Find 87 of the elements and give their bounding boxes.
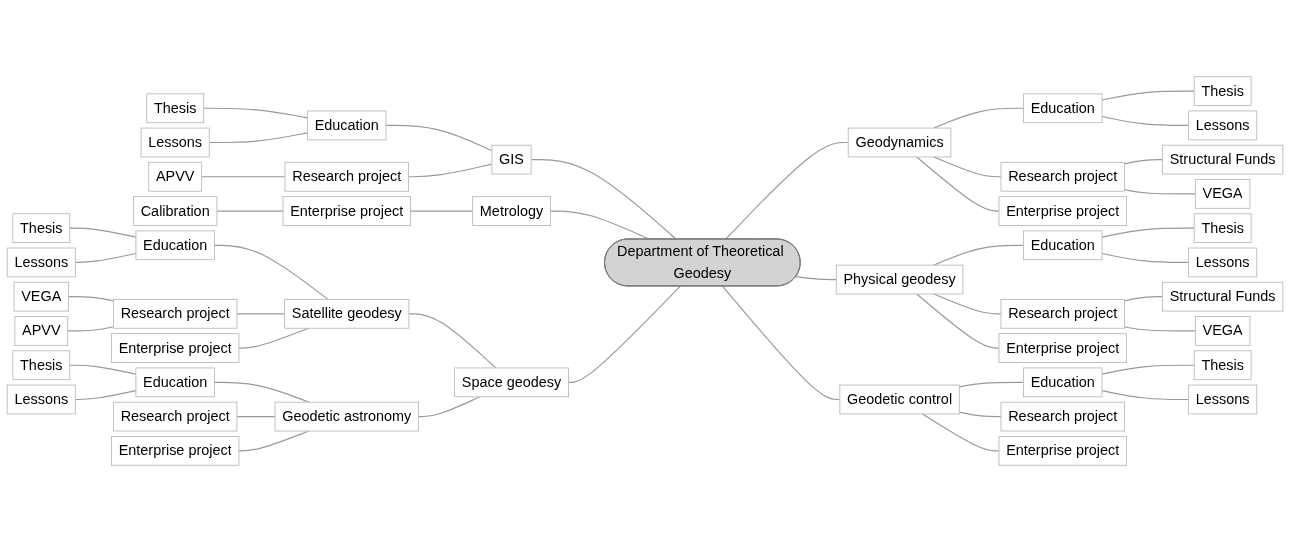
node-box: VEGA — [1194, 316, 1251, 346]
connector — [69, 364, 137, 375]
connector — [385, 124, 493, 152]
node-box: Research project — [1000, 401, 1125, 432]
node-box: Lessons — [6, 247, 76, 278]
node-box: Thesis — [12, 213, 71, 244]
connector — [74, 390, 137, 401]
node-box: Enterprise project — [998, 436, 1127, 466]
connector — [409, 210, 474, 212]
node-box: Calibration — [133, 196, 218, 226]
node-box: Enterprise project — [998, 333, 1127, 363]
node-box: Structural Funds — [1162, 281, 1284, 312]
node-box: Enterprise project — [282, 196, 411, 226]
node-box: Lessons — [1188, 110, 1258, 141]
node-box: Education — [135, 230, 215, 261]
connector — [69, 227, 137, 238]
connector — [1123, 189, 1196, 195]
connector — [916, 293, 1000, 349]
connector — [203, 107, 309, 119]
connector — [722, 285, 841, 401]
node-box: Lessons — [1188, 384, 1258, 415]
connector — [74, 252, 137, 263]
node-box: GIS — [491, 144, 532, 175]
connector — [1101, 90, 1195, 101]
connector — [408, 313, 497, 369]
connector — [213, 244, 329, 300]
connector — [933, 293, 1002, 315]
node-box: Structural Funds — [1162, 144, 1284, 175]
connector — [921, 413, 1000, 452]
connector — [795, 276, 837, 281]
node-box: Thesis — [12, 350, 71, 381]
connector — [1101, 364, 1195, 375]
node-box: APVV — [148, 161, 203, 192]
node-box: Thesis — [1193, 350, 1252, 381]
connector — [1101, 115, 1190, 126]
node-box: Thesis — [146, 93, 205, 124]
connector — [933, 107, 1024, 129]
node-box: Physical geodesy — [835, 264, 964, 295]
connector — [213, 381, 310, 403]
connector — [1101, 227, 1195, 238]
connector — [933, 156, 1002, 178]
node-box: Education — [1022, 367, 1103, 398]
connector — [67, 326, 115, 332]
connector — [407, 163, 493, 178]
connector — [1101, 390, 1190, 401]
connector — [916, 156, 1000, 212]
connector — [958, 381, 1024, 388]
node-box: Space geodesy — [454, 367, 569, 398]
connector — [236, 416, 276, 418]
connector — [1123, 296, 1164, 302]
node-box: Research project — [1000, 298, 1125, 329]
connector — [958, 411, 1002, 418]
node-box: Education — [1022, 93, 1103, 124]
node-box: VEGA — [13, 281, 69, 312]
node-box: Education — [307, 110, 387, 141]
node-box: Research project — [284, 161, 409, 192]
connector — [1123, 326, 1196, 332]
connector — [1101, 252, 1190, 263]
connector — [208, 132, 309, 144]
connector — [933, 244, 1024, 266]
connector — [417, 396, 481, 418]
node-box: APVV — [14, 316, 69, 346]
node-box: Geodetic astronomy — [274, 401, 419, 432]
node-box: Lessons — [6, 384, 76, 415]
node-box: Education — [135, 367, 215, 398]
node-box: Lessons — [1188, 247, 1258, 278]
connector — [236, 313, 286, 315]
connector — [67, 296, 115, 302]
node-box: Geodynamics — [847, 127, 952, 158]
node-box: Enterprise project — [998, 196, 1127, 226]
connector — [1123, 159, 1164, 165]
node-box: Thesis — [1193, 213, 1252, 244]
connector — [201, 176, 286, 178]
node-box: Research project — [113, 298, 238, 329]
node-box: Geodetic control — [839, 384, 960, 415]
node-box: Research project — [1000, 161, 1125, 192]
connector — [216, 210, 284, 212]
node-box: Thesis — [1193, 76, 1252, 106]
node-box: Research project — [113, 401, 238, 432]
node-box: Lessons — [140, 127, 210, 158]
node-box: Enterprise project — [111, 436, 240, 466]
connector — [567, 285, 681, 383]
node-box: VEGA — [1194, 179, 1251, 209]
node-box: Metrology — [472, 196, 551, 226]
node-box: Education — [1022, 230, 1103, 261]
node-box: Enterprise project — [111, 333, 240, 363]
node-box: Satellite geodesy — [284, 298, 410, 329]
